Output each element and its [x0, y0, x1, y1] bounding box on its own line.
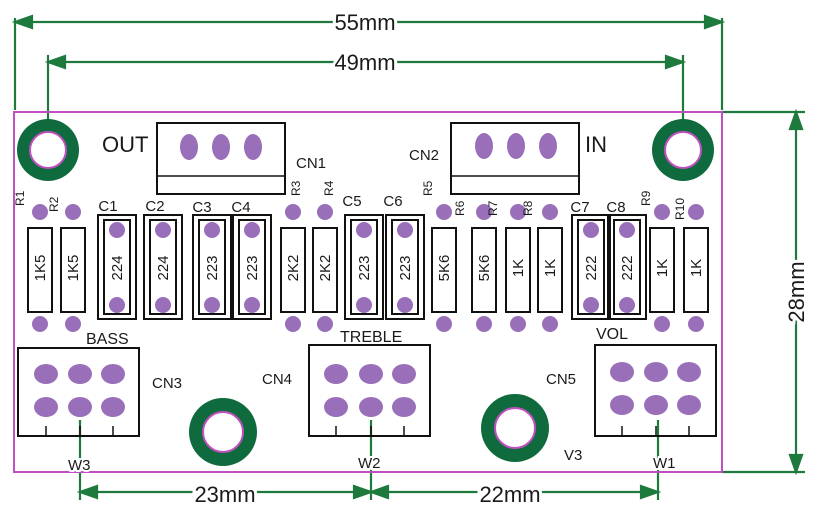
cn3-label: CN3	[152, 375, 182, 392]
dimension-w2-w1	[367, 420, 662, 500]
component-c4: 223 C4	[231, 199, 272, 320]
dimension-height	[722, 108, 805, 476]
w1-label: W1	[653, 455, 676, 472]
component-r1: 1K5 R1	[13, 190, 53, 332]
connector-cn5	[594, 344, 717, 437]
cn4-label: CN4	[262, 371, 292, 388]
component-ref-r7: R7	[486, 200, 500, 216]
component-row: 1K5 R1 1K5 R2 224 C1 224 C2 223 C3 223 C4 2K2 R3 2K2 R4…	[13, 180, 709, 332]
component-c1: 224 C1	[97, 198, 137, 320]
connector-cn3	[17, 347, 140, 437]
component-c7: 222 C7	[570, 199, 611, 320]
dimension-hole-spacing-label: 49mm	[334, 50, 395, 75]
mounting-hole-right	[652, 119, 714, 181]
bass-label: BASS	[86, 331, 129, 348]
treble-label: TREBLE	[340, 329, 402, 346]
mounting-hole-bottom-right	[481, 394, 549, 462]
mounting-hole-left	[17, 119, 79, 181]
out-label: OUT	[102, 132, 148, 157]
component-value-r7: 1K	[510, 259, 527, 277]
component-value-c8: 222	[619, 255, 636, 280]
component-ref-c2: C2	[145, 198, 164, 215]
component-ref-r3: R3	[289, 180, 303, 196]
component-value-r8: 1K	[542, 259, 559, 277]
component-value-r4: 2K2	[317, 255, 334, 282]
component-ref-r10: R10	[673, 198, 687, 220]
component-r9: 1K R9	[639, 190, 675, 332]
component-value-c5: 223	[356, 255, 373, 280]
component-ref-c3: C3	[192, 199, 211, 216]
component-value-r2: 1K5	[65, 255, 82, 282]
component-ref-c5: C5	[342, 193, 361, 210]
connector-cn4	[308, 344, 431, 437]
w3-label: W3	[68, 457, 91, 474]
component-r4: 2K2 R4	[312, 180, 338, 332]
in-label: IN	[585, 132, 607, 157]
component-value-r5: 5K6	[436, 255, 453, 282]
component-c5: 223 C5	[342, 193, 384, 320]
component-r6: 5K6 R6	[453, 200, 497, 332]
dimension-height-label: 28mm	[784, 261, 809, 322]
component-value-r6: 5K6	[476, 255, 493, 282]
component-value-c2: 224	[155, 255, 172, 280]
dimension-hole-spacing	[44, 54, 687, 150]
component-value-c7: 222	[583, 255, 600, 280]
component-ref-c7: C7	[570, 199, 589, 216]
component-ref-r1: R1	[13, 190, 27, 206]
component-r3: 2K2 R3	[280, 180, 306, 332]
component-r8: 1K R8	[521, 200, 563, 332]
dimension-overall-width-label: 55mm	[334, 10, 395, 35]
component-c6: 223 C6	[383, 193, 425, 320]
component-ref-r5: R5	[421, 180, 435, 196]
cn1-label: CN1	[296, 155, 326, 172]
component-c8: 222 C8	[606, 199, 647, 320]
v3-label: V3	[564, 447, 582, 464]
component-value-c6: 223	[397, 255, 414, 280]
component-r5: 5K6 R5	[421, 180, 457, 332]
component-ref-c4: C4	[231, 199, 250, 216]
component-ref-c8: C8	[606, 199, 625, 216]
cn5-label: CN5	[546, 371, 576, 388]
component-value-c4: 223	[244, 255, 261, 280]
component-ref-r9: R9	[639, 190, 653, 206]
dimension-w3-w2-label: 23mm	[194, 482, 255, 507]
mounting-hole-bottom-left	[189, 398, 257, 466]
component-value-r10: 1K	[688, 259, 705, 277]
dimension-overall-width	[11, 14, 726, 110]
component-ref-c6: C6	[383, 193, 402, 210]
component-c2: 224 C2	[143, 198, 183, 320]
component-value-c1: 224	[109, 255, 126, 280]
dimension-w2-w1-label: 22mm	[479, 482, 540, 507]
component-r10: 1K R10	[673, 198, 709, 332]
component-ref-r4: R4	[322, 180, 336, 196]
component-value-r3: 2K2	[285, 255, 302, 282]
dimension-w3-w2	[76, 420, 375, 500]
component-c3: 223 C3	[192, 199, 232, 320]
board-outline	[13, 111, 723, 473]
connector-cn2	[450, 122, 580, 195]
component-ref-r2: R2	[47, 196, 61, 212]
vol-label: VOL	[596, 326, 628, 343]
connector-cn1	[156, 122, 286, 195]
component-value-c3: 223	[204, 255, 221, 280]
component-ref-r8: R8	[521, 200, 535, 216]
component-r2: 1K5 R2	[47, 196, 86, 332]
component-value-r9: 1K	[654, 259, 671, 277]
component-ref-c1: C1	[98, 198, 117, 215]
component-r7: 1K R7	[486, 200, 531, 332]
cn2-label: CN2	[409, 147, 439, 164]
component-value-r1: 1K5	[32, 255, 49, 282]
component-ref-r6: R6	[453, 200, 467, 216]
w2-label: W2	[358, 455, 381, 472]
